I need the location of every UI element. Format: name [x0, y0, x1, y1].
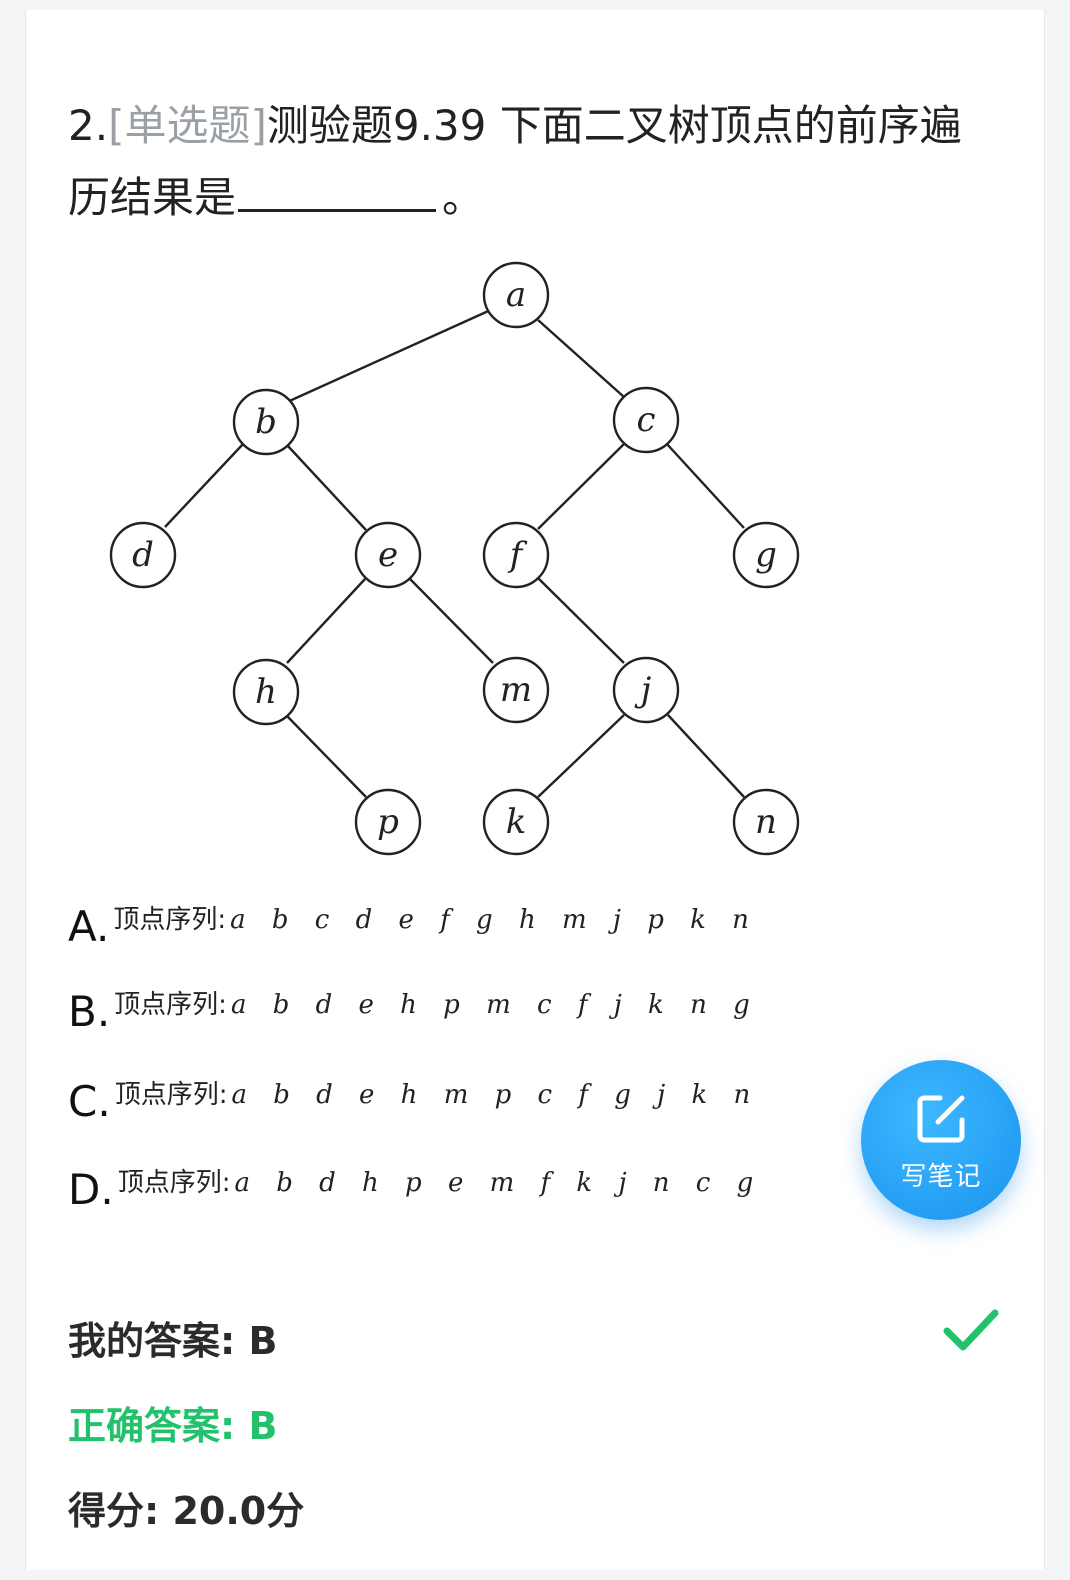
edge-a-b	[284, 306, 496, 405]
score-label: 得分:	[68, 1489, 160, 1533]
edit-note-icon	[917, 1095, 965, 1142]
option-label: 顶点序列:	[114, 990, 227, 1020]
write-note-label: 写笔记	[900, 1161, 982, 1192]
option-sequence: a b c d e f g h m j p k n	[230, 905, 749, 935]
svg-text:h: h	[255, 672, 277, 712]
svg-text:a: a	[506, 275, 526, 315]
tree-node-d: d	[109, 521, 177, 589]
my-answer-value: B	[248, 1319, 278, 1363]
option-sequence: a b d h p e m f k j n c g	[234, 1168, 754, 1198]
option-letter: D.	[68, 1165, 114, 1214]
option-label: 顶点序列:	[113, 905, 227, 935]
option-d[interactable]: D. 顶点序列: a b d h p e m f k j n c g	[68, 1168, 753, 1212]
edge-e-h	[286, 578, 366, 664]
tree-node-n: n	[732, 788, 800, 856]
edge-b-e	[286, 444, 367, 531]
my-answer-label: 我的答案:	[68, 1319, 236, 1363]
option-letter: A.	[68, 902, 110, 951]
score: 得分: 20.0分	[68, 1480, 304, 1535]
checkmark-icon	[943, 1309, 999, 1351]
question-end-mark: 。	[442, 173, 485, 222]
edge-c-f	[537, 443, 625, 530]
option-c[interactable]: C. 顶点序列: a b d e h m p c f g j k n	[68, 1080, 750, 1124]
svg-text:k: k	[506, 802, 527, 842]
svg-text:m: m	[500, 670, 532, 710]
binary-tree-diagram: a b c d e f g h m j p k n	[109, 261, 800, 856]
tree-node-c: c	[612, 386, 680, 454]
edge-j-n	[667, 714, 745, 798]
edge-f-j	[537, 577, 625, 664]
tree-node-k: k	[482, 788, 550, 856]
tree-node-m: m	[482, 656, 550, 724]
edge-h-p	[286, 715, 367, 798]
my-answer: 我的答案: B	[68, 1310, 277, 1365]
question-text: 2.[单选题]测验题9.39 下面二叉树顶点的前序遍历结果是。	[68, 90, 988, 234]
option-a[interactable]: A. 顶点序列: a b c d e f g h m j p k n	[68, 905, 749, 949]
question-number: 2.	[68, 101, 109, 150]
score-value: 20.0分	[172, 1489, 305, 1533]
svg-text:n: n	[755, 802, 777, 842]
write-note-button[interactable]: 写笔记	[861, 1060, 1021, 1220]
option-sequence: a b d e h p m c f j k n g	[230, 990, 750, 1020]
question-body: 测验题9.39 下面二叉树顶点的前序遍历结果是	[68, 101, 962, 222]
option-label: 顶点序列:	[114, 1080, 228, 1110]
option-label: 顶点序列:	[117, 1168, 231, 1198]
question-type-tag: [单选题]	[108, 101, 267, 150]
tree-node-e: e	[354, 521, 422, 589]
correct-answer-value: B	[248, 1404, 278, 1448]
option-letter: B.	[68, 987, 111, 1036]
svg-text:g: g	[755, 535, 777, 575]
tree-edges	[164, 306, 745, 798]
answer-blank	[238, 165, 437, 212]
svg-text:d: d	[132, 535, 154, 575]
edge-c-g	[665, 442, 745, 529]
tree-node-b: b	[232, 388, 300, 456]
edge-b-d	[164, 442, 245, 528]
tree-node-f: f	[482, 521, 550, 589]
correct-answer-label: 正确答案:	[68, 1404, 236, 1448]
edge-j-k	[537, 714, 625, 798]
edge-a-c	[537, 319, 625, 398]
svg-text:c: c	[636, 400, 655, 440]
question-card: 2.[单选题]测验题9.39 下面二叉树顶点的前序遍历结果是。 a b c d …	[25, 10, 1045, 1570]
svg-text:b: b	[255, 402, 277, 442]
svg-text:p: p	[377, 802, 399, 842]
svg-text:e: e	[378, 535, 398, 575]
tree-node-j: j	[612, 656, 680, 724]
tree-node-h: h	[232, 658, 300, 726]
edge-e-m	[409, 578, 494, 664]
option-b[interactable]: B. 顶点序列: a b d e h p m c f j k n g	[68, 990, 750, 1034]
tree-node-g: g	[732, 521, 800, 589]
option-letter: C.	[68, 1077, 111, 1126]
option-sequence: a b d e h m p c f g j k n	[231, 1080, 751, 1110]
correct-answer: 正确答案: B	[68, 1395, 277, 1450]
tree-node-p: p	[354, 788, 422, 856]
tree-node-a: a	[482, 261, 550, 329]
